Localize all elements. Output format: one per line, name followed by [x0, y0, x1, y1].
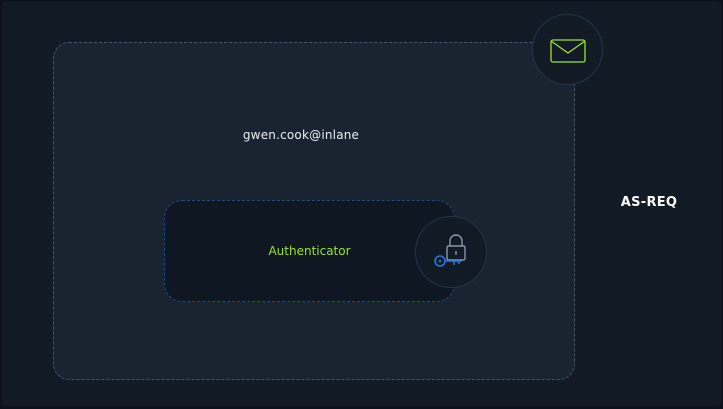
authenticator-label: Authenticator: [268, 244, 351, 258]
as-req-label: AS-REQ: [620, 195, 678, 210]
principal-label: gwen.cook@inlane: [242, 128, 360, 142]
authenticator-box: [164, 200, 455, 302]
envelope-icon: [532, 14, 603, 85]
lock-and-key-icon: [415, 216, 487, 288]
